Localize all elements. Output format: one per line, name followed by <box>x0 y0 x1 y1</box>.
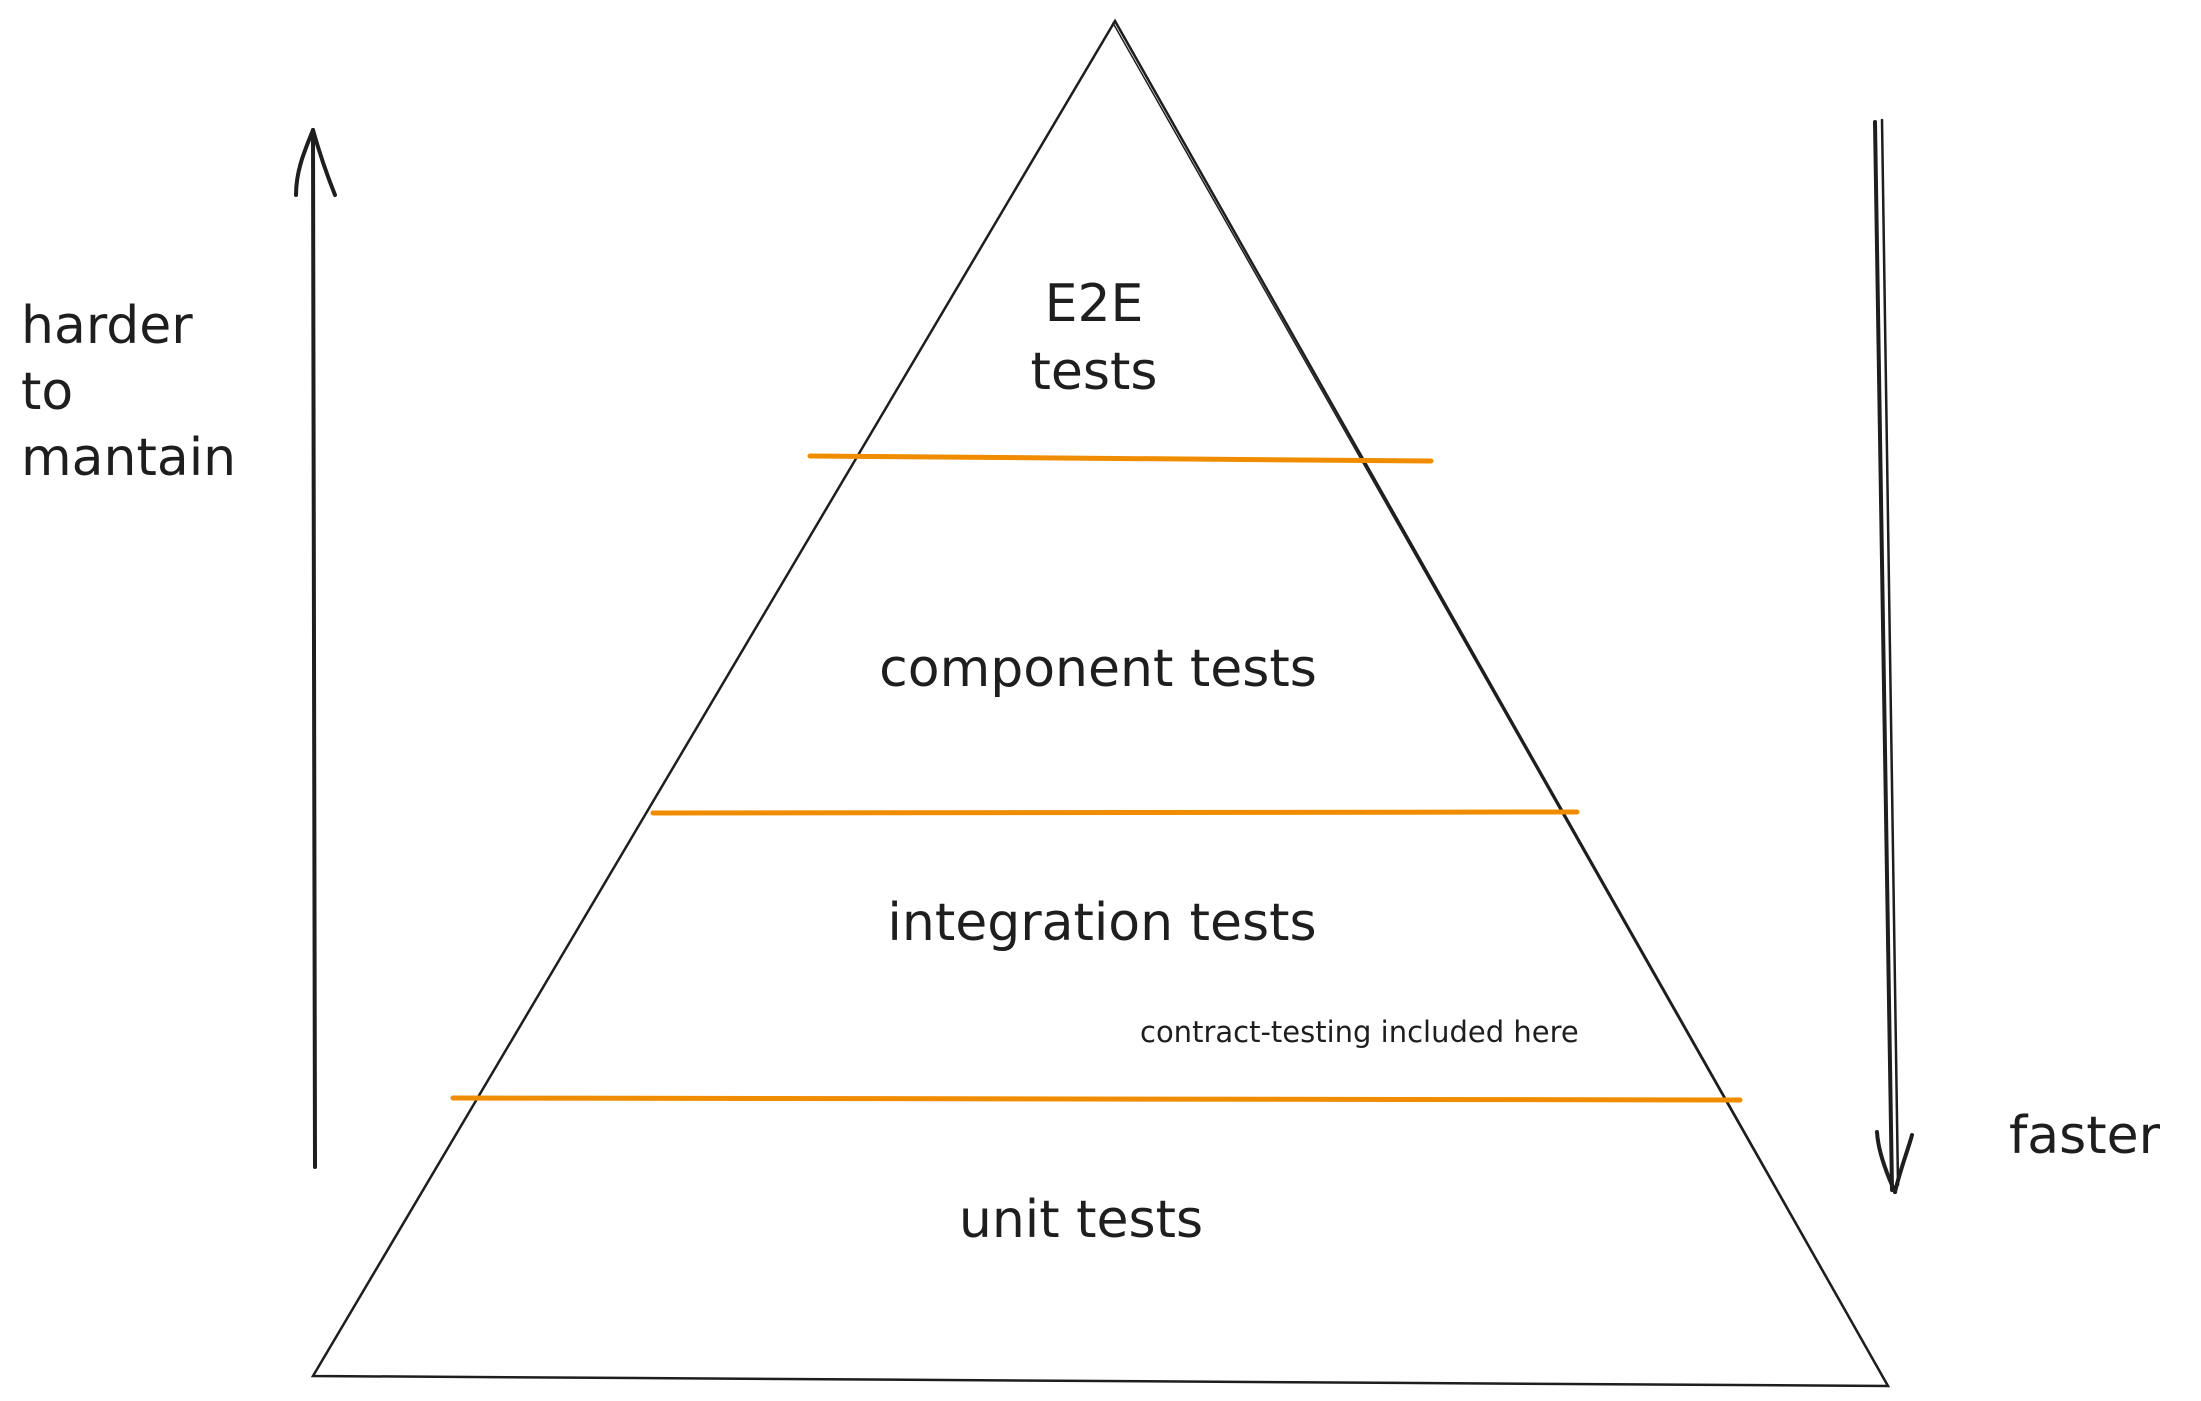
e2e-label-line-1: E2E <box>1044 274 1144 334</box>
left-label-line-1: harder <box>21 296 193 356</box>
divider-component-integration <box>650 809 1580 816</box>
unit-tests-label: unit tests <box>958 1190 1204 1250</box>
pyramid-outline <box>310 18 1891 1388</box>
pyramid-outline-sketch <box>1112 22 1887 1384</box>
contract-testing-note: contract-testing included here <box>1140 1015 1579 1049</box>
integration-tests-label: integration tests <box>887 893 1317 953</box>
component-tests-label: component tests <box>879 639 1317 699</box>
up-arrow-icon <box>294 128 337 1169</box>
e2e-label-line-2: tests <box>1030 342 1158 402</box>
down-arrow-icon <box>1873 118 1914 1194</box>
divider-e2e-component <box>807 453 1434 464</box>
left-label-line-3: mantain <box>21 428 237 488</box>
left-label-line-2: to <box>21 362 74 422</box>
right-label: faster <box>2009 1106 2161 1166</box>
divider-integration-unit <box>450 1095 1743 1103</box>
